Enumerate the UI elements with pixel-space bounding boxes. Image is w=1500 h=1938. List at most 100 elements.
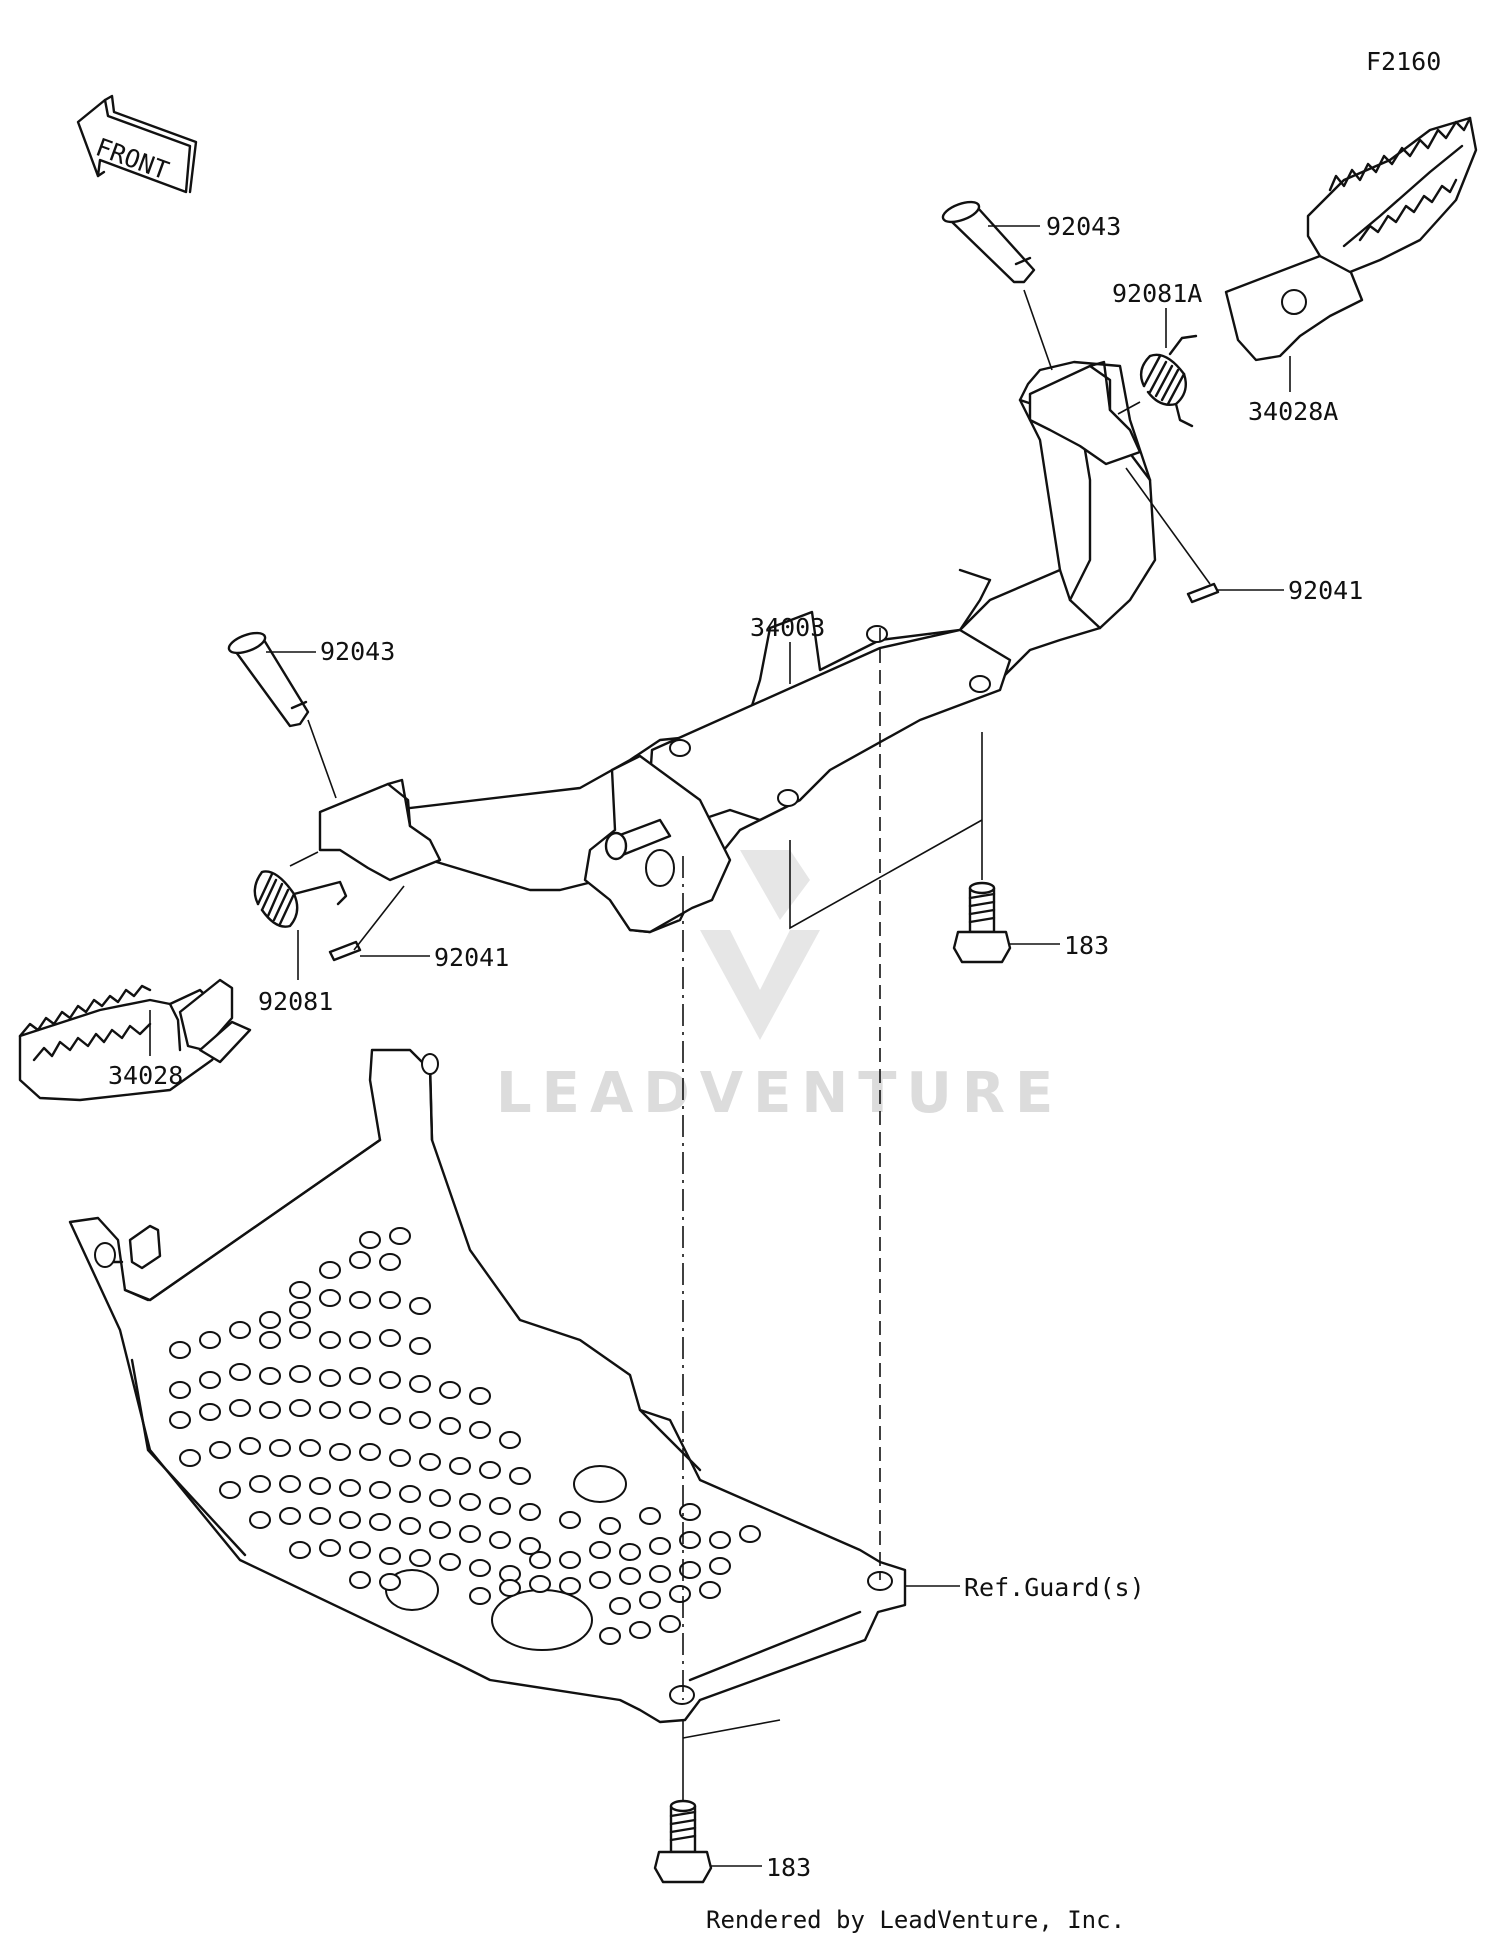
perforation-hole: [469, 1387, 491, 1405]
callout-cotter-left: 92041: [360, 943, 509, 972]
perforation-hole: [589, 1571, 611, 1589]
footpeg-bracket: [318, 360, 1157, 934]
perforation-hole: [349, 1571, 371, 1589]
perforation-hole: [389, 1449, 411, 1467]
perforation-hole: [199, 1331, 221, 1349]
perforation-hole: [229, 1321, 251, 1339]
perforation-hole: [629, 1621, 651, 1639]
bolt-lower: [653, 1799, 713, 1884]
perforation-hole: [409, 1375, 431, 1393]
perforation-hole: [679, 1531, 701, 1549]
perforation-hole: [309, 1507, 331, 1525]
perforation-hole: [289, 1365, 311, 1383]
footpeg-left: [18, 978, 252, 1102]
perforation-hole: [649, 1537, 671, 1555]
svg-text:183: 183: [1064, 931, 1109, 960]
perforation-hole: [379, 1407, 401, 1425]
callout-peg-right: 34028A: [1248, 356, 1338, 426]
perforation-hole: [489, 1497, 511, 1515]
svg-text:183: 183: [766, 1853, 811, 1882]
perforation-hole: [379, 1547, 401, 1565]
perforation-hole: [669, 1585, 691, 1603]
callout-bracket: 34003: [750, 613, 825, 684]
perforation-hole: [289, 1301, 311, 1319]
perforation-hole: [639, 1591, 661, 1609]
perforation-hole: [589, 1541, 611, 1559]
perforation-hole: [509, 1467, 531, 1485]
svg-text:92043: 92043: [1046, 212, 1121, 241]
perforation-hole: [349, 1401, 371, 1419]
perforation-hole: [739, 1525, 761, 1543]
perforation-hole: [459, 1493, 481, 1511]
perforation-hole: [169, 1381, 191, 1399]
perforation-hole: [379, 1371, 401, 1389]
footer-credit: Rendered by LeadVenture, Inc.: [706, 1906, 1125, 1934]
perforation-hole: [299, 1439, 321, 1457]
perforation-hole: [239, 1437, 261, 1455]
perforation-hole: [289, 1399, 311, 1417]
perforation-hole: [429, 1521, 451, 1539]
perforation-hole: [599, 1517, 621, 1535]
spring-left: [253, 870, 348, 928]
pin-right: [941, 200, 1036, 284]
perforation-hole: [319, 1331, 341, 1349]
perforation-hole: [439, 1553, 461, 1571]
perforation-hole: [259, 1367, 281, 1385]
perforation-hole: [349, 1367, 371, 1385]
perforation-hole: [659, 1615, 681, 1633]
perforation-hole: [169, 1341, 191, 1359]
perforation-hole: [229, 1363, 251, 1381]
perforation-hole: [409, 1411, 431, 1429]
perforation-hole: [349, 1251, 371, 1269]
perforation-hole: [379, 1253, 401, 1271]
perforation-hole: [459, 1525, 481, 1543]
perforation-hole: [679, 1561, 701, 1579]
perforation-hole: [309, 1477, 331, 1495]
perforation-hole: [379, 1573, 401, 1591]
perforation-hole: [279, 1507, 301, 1525]
pin-left: [227, 631, 310, 728]
perforation-hole: [169, 1411, 191, 1429]
perforation-hole: [319, 1289, 341, 1307]
perforation-hole: [429, 1489, 451, 1507]
perforation-hole: [499, 1579, 521, 1597]
perforation-hole: [469, 1421, 491, 1439]
perforation-hole: [399, 1485, 421, 1503]
perforation-hole: [709, 1531, 731, 1549]
perforation-hole: [319, 1369, 341, 1387]
perforation-hole: [559, 1577, 581, 1595]
diagram-code: F2160: [1366, 47, 1441, 76]
callout-bolt-upper: 183: [1010, 931, 1109, 960]
perforation-hole: [369, 1513, 391, 1531]
perforation-hole: [619, 1543, 641, 1561]
perforation-hole: [469, 1587, 491, 1605]
callout-pin-right: 92043: [988, 212, 1121, 241]
perforation-hole: [409, 1549, 431, 1567]
perforation-hole: [329, 1443, 351, 1461]
perforation-hole: [209, 1441, 231, 1459]
perforation-hole: [389, 1227, 411, 1245]
perforation-hole: [559, 1551, 581, 1569]
callout-ref-guard: Ref.Guard(s): [904, 1573, 1145, 1602]
callout-cotter-right: 92041: [1216, 576, 1363, 605]
perforation-hole: [379, 1291, 401, 1309]
perforation-hole: [199, 1371, 221, 1389]
perforation-hole: [399, 1517, 421, 1535]
perforation-hole: [339, 1479, 361, 1497]
perforation-hole: [359, 1443, 381, 1461]
callout-bolt-lower: 183: [711, 1853, 811, 1882]
perforation-hole: [529, 1551, 551, 1569]
cotter-pin-right: [1186, 582, 1220, 604]
perforation-hole: [709, 1557, 731, 1575]
perforation-holes: [169, 1227, 761, 1645]
perforation-hole: [439, 1381, 461, 1399]
perforation-hole: [249, 1511, 271, 1529]
perforation-hole: [359, 1231, 381, 1249]
perforation-hole: [419, 1453, 441, 1471]
perforation-hole: [319, 1539, 341, 1557]
perforation-hole: [439, 1417, 461, 1435]
perforation-hole: [469, 1559, 491, 1577]
perforation-hole: [349, 1541, 371, 1559]
perforation-hole: [409, 1337, 431, 1355]
perforation-hole: [279, 1475, 301, 1493]
